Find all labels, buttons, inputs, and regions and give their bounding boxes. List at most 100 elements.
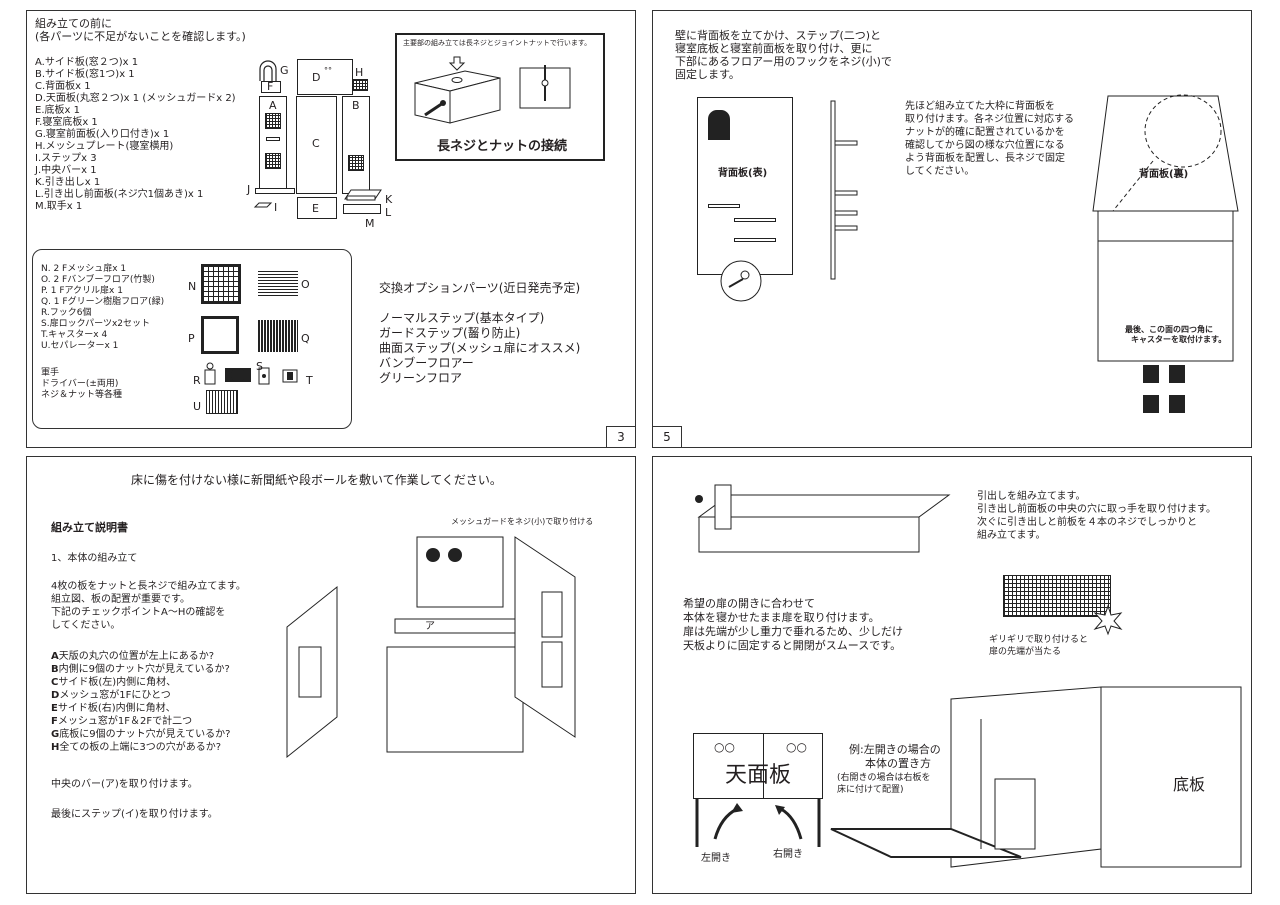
tenban-label: 天面板 [725, 763, 792, 788]
hook-detail-icon [720, 260, 762, 302]
part-h-mesh [352, 79, 368, 91]
option-label: T [306, 374, 313, 387]
part-label: G [280, 64, 289, 77]
back-board-side-view [830, 100, 858, 280]
example-sub-line: (右開きの場合は右板を [837, 773, 931, 783]
cage-back-assembly [1092, 94, 1239, 362]
option-item: S.扉ロックパーツx2セット [41, 319, 150, 329]
tool-item: 軍手 [41, 368, 60, 378]
part-e-board: E [297, 197, 337, 219]
example-line: 本体の置き方 [865, 757, 931, 770]
exchange-item: グリーンフロア [379, 371, 463, 385]
p5-text-line: 寝室底板と寝室前面板を取り付け、更に [675, 42, 873, 55]
part-label: H [355, 66, 364, 79]
checkpoint-item: Dメッシュ窓が1Fにひとつ [51, 690, 171, 701]
impact-star-icon [1093, 604, 1123, 636]
part-a-board: A [259, 96, 287, 194]
option-label: U [193, 400, 202, 413]
part-g-hook-icon [259, 60, 277, 81]
part-c-board: C [296, 96, 337, 194]
p5-text2-line: 確認してから図の様な穴位置になる [905, 140, 1065, 151]
part-label: M [365, 217, 375, 230]
bar-label: ア [425, 621, 435, 632]
caster-note-line: キャスターを取付けます。 [1131, 335, 1227, 344]
option-q-resin-floor [258, 320, 298, 352]
tool-item: ドライバー(±両用) [41, 379, 119, 389]
p5-text2-line: ナットが的確に配置されているかを [905, 127, 1065, 138]
p5-text2-line: よう背面板を配置し、長ネジで固定 [905, 153, 1065, 164]
back-board-back-label: 背面板(裏) [1139, 169, 1189, 180]
left-open-label: 左開き [701, 853, 731, 864]
p5-text-line: 下部にあるフロアー用のフックをネジ(小)で [675, 55, 892, 68]
option-p-acrylic-door [201, 316, 239, 354]
part-item: C.背面板x 1 [35, 81, 91, 92]
options-box: N. 2 Fメッシュ扉x 1 O. 2 Fバンブーフロア(竹製) P. 1 Fア… [32, 249, 352, 429]
option-label: P [188, 332, 195, 345]
part-item: J.中央バーx 1 [35, 165, 97, 176]
p4-para-line: してください。 [51, 620, 121, 631]
drawer-text-line: 次ぐに引き出しと前板を４本のネジでしっかりと [977, 517, 1197, 528]
bolt-assembly-illustration [414, 56, 571, 124]
drawer-illustration [695, 484, 951, 553]
page-5-panel: 壁に背面板を立てかけ、ステップ(二つ)と 寝室底板と寝室前面板を取り付け、更に … [652, 10, 1252, 448]
option-item: P. 1 Fアクリル扉x 1 [41, 286, 123, 296]
intro-line-1: 組み立ての前に [35, 17, 112, 30]
exchange-item: ガードステップ(齧り防止) [379, 326, 521, 340]
part-i-step-icon [253, 202, 273, 208]
part-j-bar [255, 188, 295, 194]
part-b-board: B [342, 96, 370, 194]
page-6-panel: 引出しを組み立てます。 引き出し前面板の中央の穴に取っ手を取り付けます。 次ぐに… [652, 456, 1252, 894]
right-open-label: 右開き [773, 849, 803, 860]
checkpoint-item: Cサイド板(左)内側に角材、 [51, 677, 177, 688]
p4-header: 床に傷を付けない様に新聞紙や段ボールを敷いて作業してください。 [131, 473, 502, 487]
top-panel-diagram: ○○ [763, 733, 823, 799]
back-board-front-label: 背面板(表) [718, 168, 768, 179]
part-label: I [274, 201, 278, 214]
option-item: R.フック6個 [41, 308, 92, 318]
drawer-text-line: 引出しを組み立てます。 [977, 491, 1086, 502]
option-item: U.セパレーターx 1 [41, 341, 119, 351]
example-line: 例:左開きの場合の [849, 743, 941, 756]
bottom-board-label: 底板 [1173, 775, 1206, 794]
page-4-panel: 床に傷を付けない様に新聞紙や段ボールを敷いて作業してください。 組み立て説明書 … [26, 456, 636, 894]
door-gap-mesh [1003, 575, 1111, 617]
part-item: I.ステップx 3 [35, 153, 97, 164]
callout-caption: 主要部の組み立ては長ネジとジョイントナットで行います。 [403, 39, 592, 47]
p5-text-line: 壁に背面板を立てかけ、ステップ(二つ)と [675, 29, 882, 42]
last-note: 最後にステップ(イ)を取り付けます。 [51, 809, 218, 820]
part-item: D.天面板(丸窓２つ)x 1 (メッシュガードx 2) [35, 93, 236, 104]
checkpoint-item: B内側に9個のナット穴が見えているか? [51, 664, 230, 675]
part-l-panel [343, 204, 381, 214]
part-item: F.寝室底板x 1 [35, 117, 98, 128]
option-n-mesh-door [201, 264, 241, 304]
part-item: H.メッシュプレート(寝室横用) [35, 141, 174, 152]
door-text-line: 天板よりに固定すると開閉がスムースです。 [683, 639, 902, 652]
p5-text2-line: 取り付けます。各ネジ位置に対応する [905, 114, 1074, 125]
intro-line-2: (各パーツに不足がないことを確認します。) [35, 30, 246, 43]
gap-note-line: ギリギリで取り付けると [989, 635, 1089, 645]
tool-item: ネジ＆ナット等各種 [41, 390, 123, 400]
p4-para-line: 下記のチェックポイントA〜Hの確認を [51, 607, 226, 618]
callout-title: 長ネジとナットの接続 [437, 139, 568, 154]
bar-note: 中央のバー(ア)を取り付けます。 [51, 779, 198, 790]
part-item: E.底板x 1 [35, 105, 80, 116]
option-label: O [301, 278, 310, 291]
option-label: S [256, 360, 263, 373]
bolt-nut-callout: 主要部の組み立ては長ネジとジョイントナットで行います。 長ネジとナットの接続 [395, 33, 605, 161]
gap-note-line: 扉の先端が当たる [989, 647, 1062, 657]
option-hardware-icons [204, 362, 298, 385]
option-item: Q. 1 Fグリーン樹脂フロア(緑) [41, 297, 165, 307]
door-swing-arrows [695, 799, 821, 847]
drawer-text-line: 組み立てます。 [977, 530, 1046, 541]
page-number: 5 [652, 426, 682, 448]
door-text-line: 本体を寝かせたまま扉を取り付けます。 [683, 611, 880, 624]
p5-text2-line: 先ほど組み立てた大枠に背面板を [905, 101, 1055, 112]
p5-text2-line: してください。 [905, 166, 975, 177]
checkpoint-item: H全ての板の上端に3つの穴があるか? [51, 742, 222, 753]
door-text-line: 扉は先端が少し重力で垂れるため、少しだけ [683, 625, 903, 638]
page-3-panel: 組み立ての前に (各パーツに不足がないことを確認します。) A.サイド板(窓２つ… [26, 10, 636, 448]
part-item: M.取手x 1 [35, 201, 83, 212]
drawer-text-line: 引き出し前面板の中央の穴に取っ手を取り付けます。 [977, 504, 1216, 515]
p4-para-line: 組立図、板の配置が重要です。 [51, 594, 190, 605]
exploded-assembly-diagram [286, 536, 576, 759]
